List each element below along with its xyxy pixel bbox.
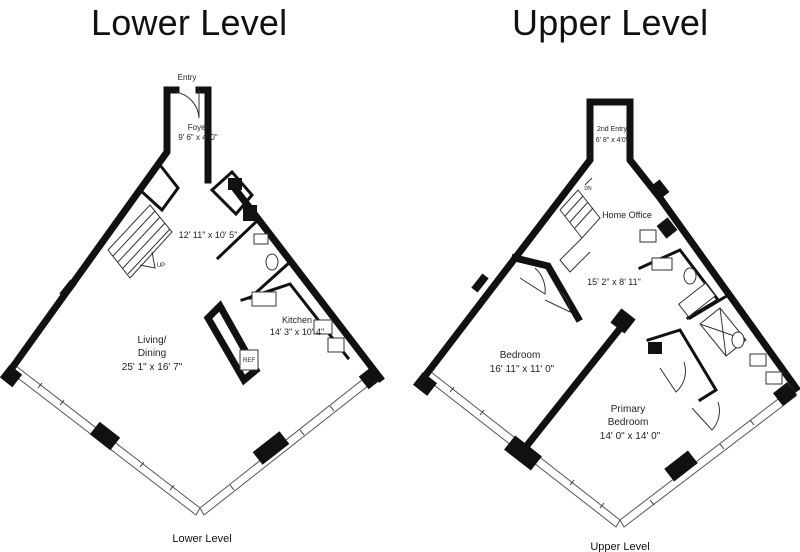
lower-entry-door [175, 90, 200, 119]
upper-right-exterior-wall [586, 98, 800, 393]
upper-window-mullions [449, 386, 755, 509]
upper-primary-bath-walls [687, 291, 793, 383]
lower-living-label-1: Living/ [138, 335, 167, 346]
upper-primary-toilet [731, 331, 745, 349]
lower-corner-block-left [0, 364, 23, 388]
lower-hall-dim: 12' 11" x 10' 5" [179, 230, 238, 240]
upper-bedroom-top-wall [510, 253, 583, 323]
lower-entry-label: Entry [178, 73, 197, 82]
lower-kitchen-dim: 14' 3" x 10' 4" [270, 327, 324, 337]
lower-foyer-label: Foyer [188, 123, 209, 132]
upper-primary-door [691, 401, 720, 431]
upper-bedroom-dim: 16' 11" x 11' 0" [490, 364, 555, 375]
upper-right-window-strip [619, 389, 797, 528]
upper-bathtub [677, 282, 717, 318]
lower-window-block-right [252, 431, 290, 465]
lower-kitchen-label: Kitchen [282, 315, 312, 325]
upper-primary-closet-door [659, 361, 686, 393]
lower-wall-block [243, 205, 257, 221]
upper-wall-block-1 [648, 179, 670, 201]
lower-up-label: UP [157, 263, 165, 269]
upper-level-plan: 2nd Entry 6' 8" x 4'0" DN Home Office 15… [412, 98, 800, 552]
upper-corner-block-left [412, 372, 438, 396]
upper-primary-label-2: Bedroom [608, 417, 649, 428]
upper-level-title: Upper Level [512, 2, 709, 43]
upper-window-block-right [664, 450, 698, 482]
lower-living-label-2: Dining [138, 348, 166, 359]
upper-entry-label: 2nd Entry [597, 126, 627, 133]
upper-closet-walls [646, 328, 719, 403]
upper-bedroom-label: Bedroom [500, 350, 541, 361]
upper-window-block-left [504, 435, 542, 471]
lower-foyer-dim: 9' 6" x 4' 0" [178, 133, 218, 142]
lower-ref-label: REF [243, 358, 255, 364]
lower-bath-toilet [265, 253, 279, 271]
upper-primary-sink-1 [749, 353, 767, 367]
lower-window-block-left [89, 421, 121, 451]
upper-bedroom-door [519, 267, 546, 295]
lower-closet-column [228, 178, 242, 190]
lower-level-title: Lower Level [91, 2, 288, 43]
upper-level-caption: Upper Level [590, 541, 649, 552]
upper-bath-sink [651, 257, 673, 271]
lower-right-closet [209, 169, 254, 217]
lower-left-closet [137, 162, 180, 213]
lower-range [251, 291, 277, 307]
lower-corner-block-right [358, 366, 382, 390]
lower-bath-sink [253, 233, 269, 245]
upper-wall-block-2 [656, 217, 678, 239]
lower-wall-pier [59, 279, 77, 299]
upper-office-label: Home Office [602, 210, 652, 220]
upper-bath-toilet [683, 267, 697, 285]
upper-corner-block-right [772, 382, 798, 406]
upper-center-column [610, 308, 636, 334]
lower-staircase [107, 204, 173, 279]
lower-refrigerator [239, 349, 259, 371]
upper-primary-label-1: Primary [611, 404, 645, 415]
upper-staircase [559, 177, 601, 273]
upper-closet-door [544, 289, 571, 313]
upper-office-dim: 15' 2" x 8' 11" [587, 277, 641, 287]
upper-primary-dim: 14' 0" x 14' 0" [600, 431, 661, 442]
lower-window-mullions [37, 382, 335, 491]
upper-wall-pier [471, 273, 489, 293]
lower-bathroom-walls [215, 217, 293, 301]
lower-dishwasher [327, 337, 345, 353]
lower-level-caption: Lower Level [172, 533, 231, 545]
upper-left-exterior-wall [420, 98, 594, 381]
lower-kitchen-sink [313, 319, 333, 335]
upper-office-sink [639, 229, 657, 243]
lower-living-dim: 25' 1" x 16' 7" [122, 362, 183, 373]
lower-level-plan: Entry Foyer 9' 6" x 4' 0" 12' 11" x 10' … [0, 73, 385, 545]
upper-entry-dim: 6' 8" x 4'0" [596, 137, 629, 144]
upper-primary-sink-2 [765, 371, 783, 385]
upper-dn-label: DN [584, 186, 592, 192]
upper-bedroom-divider-wall [520, 321, 627, 453]
upper-closet-block [648, 342, 662, 354]
